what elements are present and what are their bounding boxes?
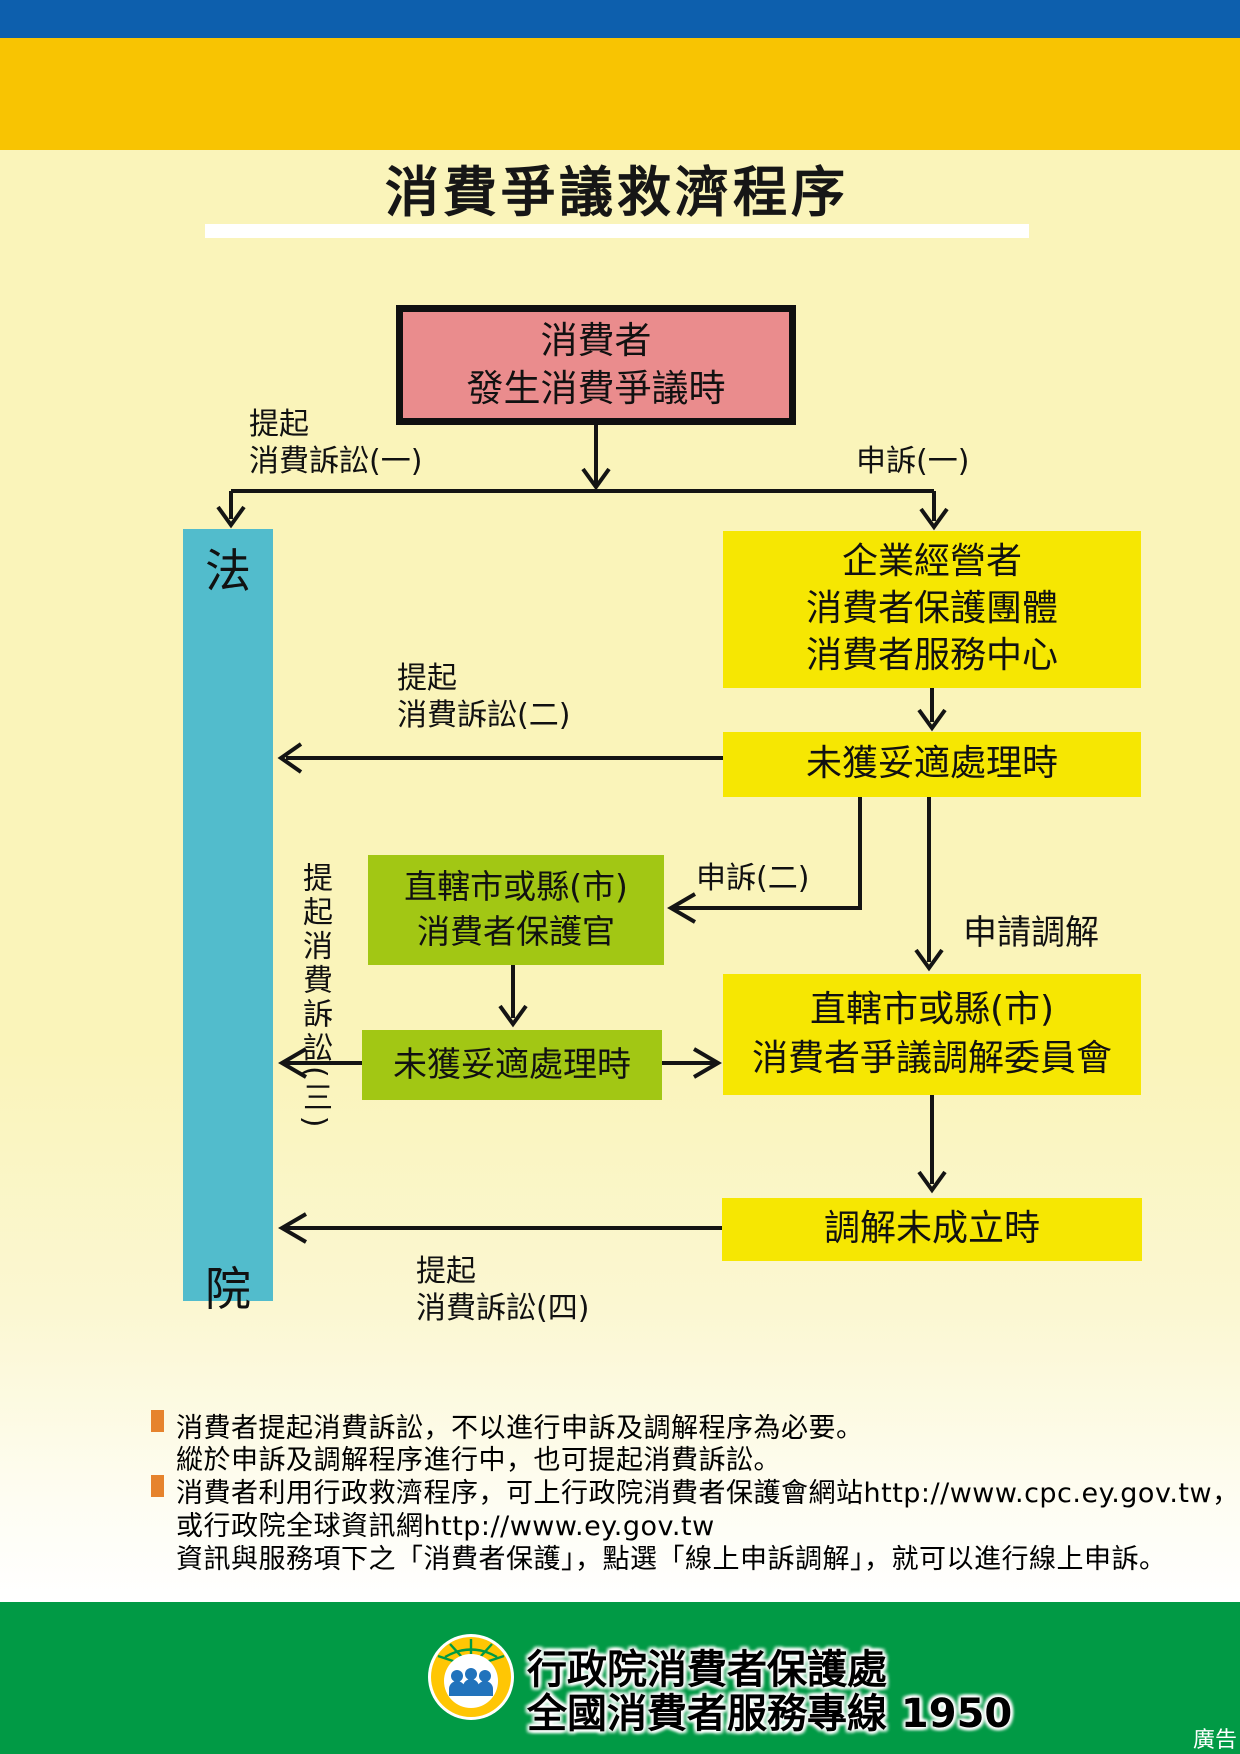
unresolved-2-text: 未獲妥適處理時 [393, 1044, 631, 1085]
label-lawsuit-4-line1: 提起 [416, 1254, 476, 1289]
consumer-dispute-box: 消費者 發生消費爭議時 [396, 305, 796, 425]
business-box-line1: 企業經營者 [841, 541, 1022, 583]
note-bullet-icon [151, 1475, 164, 1497]
unresolved-1-box: 未獲妥適處理時 [723, 732, 1141, 797]
label-lawsuit-2: 提起 消費訴訟(二) [397, 660, 570, 734]
court-char-top: 法 [205, 544, 251, 598]
committee-box-line1: 直轄市或縣(市) [809, 988, 1055, 1030]
business-operator-box: 企業經營者 消費者保護團體 消費者服務中心 [723, 531, 1141, 688]
label-lawsuit-1: 提起 消費訴訟(一) [249, 406, 422, 480]
footer-background [0, 1602, 1240, 1754]
note-1-line-1: 消費者提起消費訴訟，不以進行申訴及調解程序為必要。 [176, 1413, 864, 1444]
mediation-committee-box: 直轄市或縣(市) 消費者爭議調解委員會 [723, 974, 1141, 1095]
title-underline [205, 224, 1029, 238]
consumer-protection-logo-icon [428, 1634, 514, 1720]
footer-organization: 行政院消費者保護處 [527, 1647, 887, 1693]
ad-label: 廣告 [1193, 1728, 1238, 1753]
note-2-line-1: 消費者利用行政救濟程序，可上行政院消費者保護會網站http://www.cpc.… [176, 1478, 1240, 1509]
label-apply-mediation: 申請調解 [963, 913, 1099, 953]
ombudsman-box-line2: 消費者保護官 [417, 912, 615, 951]
top-gold-band [0, 38, 1240, 150]
top-blue-bar [0, 0, 1240, 38]
consumer-box-line2: 發生消費爭議時 [466, 367, 726, 410]
page-title: 消費爭議救濟程序 [385, 160, 849, 224]
label-lawsuit-2-line2: 消費訴訟(二) [397, 698, 571, 733]
label-lawsuit-2-line1: 提起 [397, 661, 457, 696]
consumer-ombudsman-box: 直轄市或縣(市) 消費者保護官 [368, 855, 664, 965]
business-box-line2: 消費者保護團體 [805, 588, 1058, 630]
court-char-bottom: 院 [205, 1262, 251, 1316]
business-box-line3: 消費者服務中心 [805, 634, 1058, 676]
consumer-box-line1: 消費者 [540, 318, 652, 362]
unresolved-1-text: 未獲妥適處理時 [805, 743, 1058, 785]
court-vertical-bar [183, 529, 273, 1301]
label-appeal-2: 申訴(二) [696, 861, 810, 896]
label-appeal-1: 申訴(一) [856, 444, 970, 479]
label-lawsuit-4: 提起 消費訴訟(四) [416, 1253, 589, 1327]
label-lawsuit-3-number: (三) [297, 1066, 332, 1132]
ombudsman-box-line1: 直轄市或縣(市) [404, 867, 628, 907]
note-2-line-2: 或行政院全球資訊網http://www.ey.gov.tw [176, 1511, 715, 1542]
footer-hotline: 全國消費者服務專線 1950 [527, 1691, 1013, 1737]
note-bullet-icon [151, 1410, 164, 1432]
note-1-line-2: 縱於申訴及調解程序進行中，也可提起消費訴訟。 [176, 1445, 781, 1476]
label-lawsuit-1-line2: 消費訴訟(一) [249, 444, 423, 479]
mediation-failed-text: 調解未成立時 [823, 1208, 1040, 1250]
note-2-line-3: 資訊與服務項下之「消費者保護」，點選「線上申訴調解」，就可以進行線上申訴。 [176, 1544, 1167, 1575]
unresolved-2-box: 未獲妥適處理時 [362, 1030, 662, 1100]
label-lawsuit-3: 提起消費訴訟 [297, 862, 332, 1066]
label-lawsuit-1-line1: 提起 [249, 407, 309, 442]
mediation-failed-box: 調解未成立時 [722, 1198, 1142, 1261]
label-lawsuit-4-line2: 消費訴訟(四) [416, 1291, 590, 1326]
committee-box-line2: 消費者爭議調解委員會 [751, 1037, 1112, 1079]
